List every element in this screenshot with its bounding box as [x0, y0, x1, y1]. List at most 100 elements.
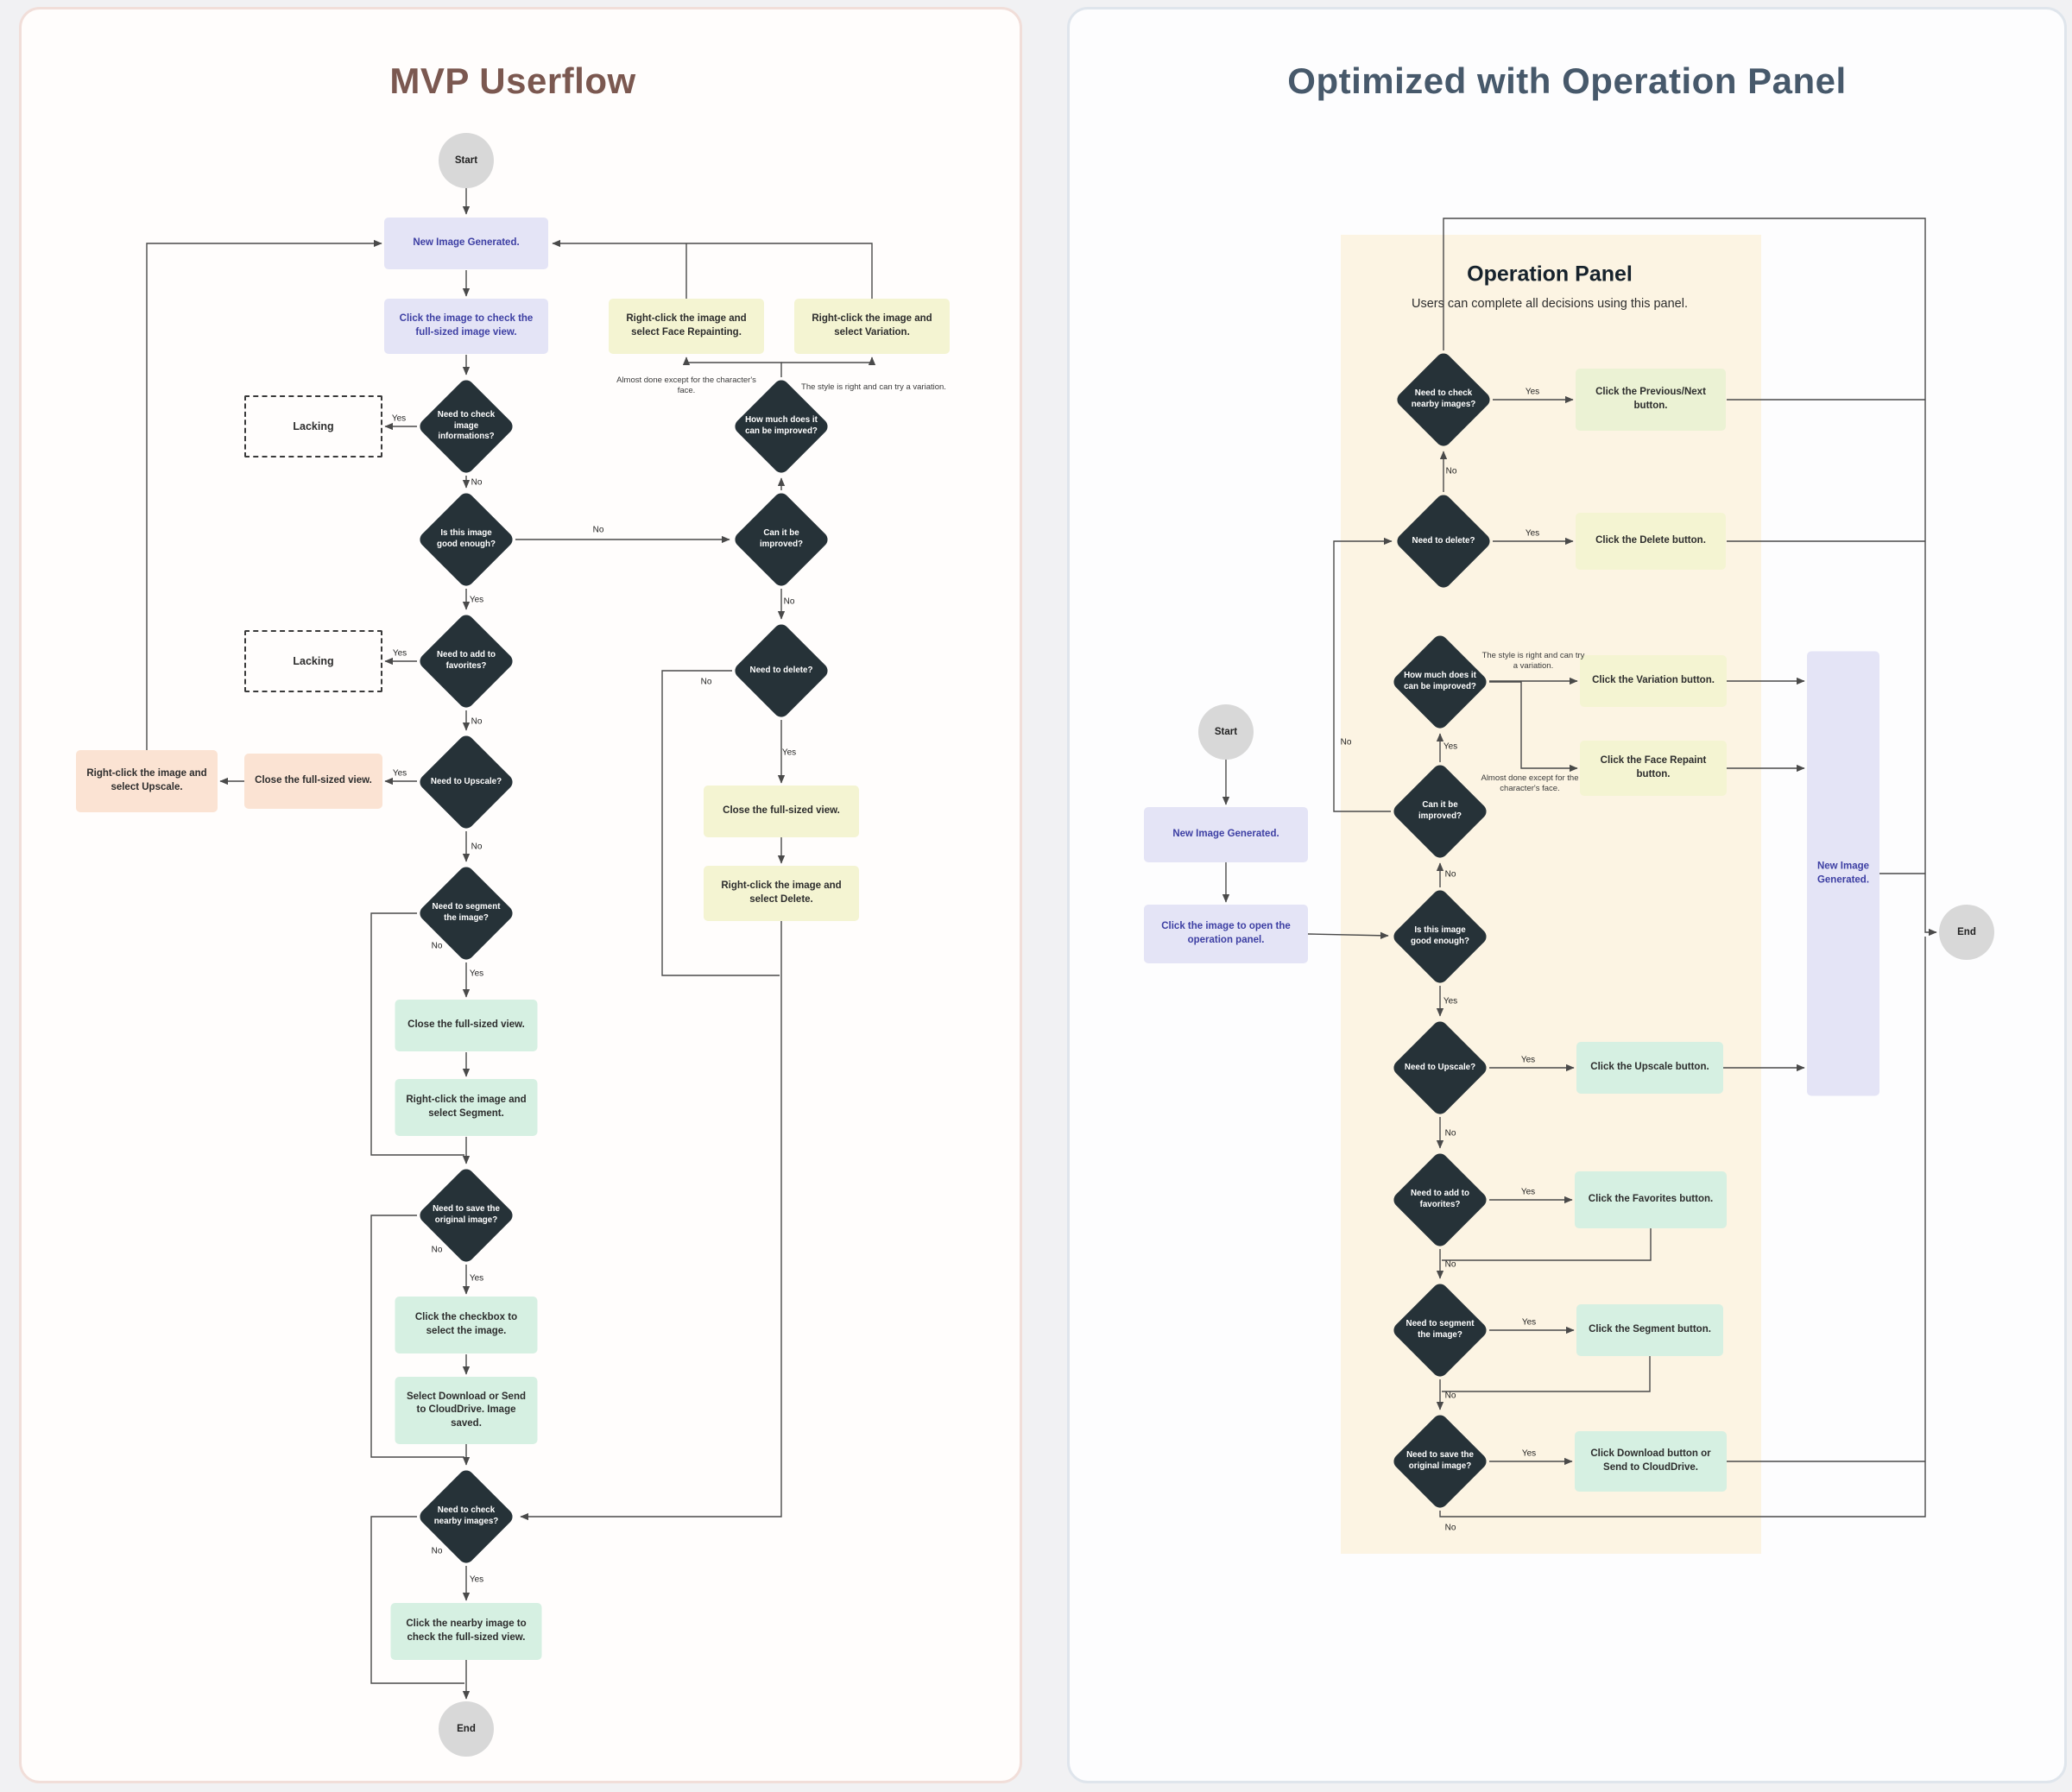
edge-label-no: No	[1444, 1391, 1456, 1401]
decision-label: Can it be improved?	[1418, 800, 1462, 821]
edge-label-yes: Yes	[392, 768, 407, 779]
edge-label-yes: Yes	[469, 1574, 484, 1585]
operation-panel-title: Operation Panel	[1467, 262, 1633, 287]
edge-label-yes: Yes	[1521, 1448, 1537, 1459]
end-node: End	[1939, 905, 1994, 960]
node-upscale-button: Click the Upscale button.	[1576, 1042, 1723, 1094]
decision-label: Need to Upscale?	[1404, 1062, 1476, 1072]
node-new-image-generated-result: New Image Generated.	[1807, 651, 1879, 1096]
node-new-image-generated: New Image Generated.	[1144, 807, 1308, 862]
node-click-nearby-image: Click the nearby image to check the full…	[390, 1603, 542, 1660]
decision-add-favorites: Need to add to favorites?	[1390, 1150, 1490, 1250]
start-node: Start	[1198, 704, 1254, 760]
decision-check-nearby: Need to check nearby images?	[416, 1467, 516, 1567]
edge-label-no: No	[1340, 737, 1352, 748]
edge-label-yes: Yes	[781, 748, 797, 758]
node-lacking-info: Lacking	[244, 395, 382, 457]
decision-add-favorites: Need to add to favorites?	[416, 611, 516, 711]
edge-label-no: No	[471, 716, 483, 727]
node-download-button: Click Download button or Send to CloudDr…	[1575, 1431, 1727, 1492]
node-lacking-favorites: Lacking	[244, 630, 382, 692]
edge-label-yes: Yes	[1443, 996, 1458, 1006]
decision-label: Need to save the original image?	[1406, 1450, 1474, 1471]
edge-label-yes: Yes	[469, 969, 484, 979]
decision-need-delete: Need to delete?	[1393, 491, 1494, 591]
edge-label-no: No	[1444, 1523, 1456, 1533]
edge-label-no: No	[1445, 466, 1457, 476]
annotation-face-note: Almost done except for the character's f…	[616, 375, 756, 395]
decision-label: Is this image good enough?	[436, 528, 496, 549]
decision-label: Need to check image informations?	[437, 409, 496, 442]
end-node: End	[439, 1701, 494, 1757]
edge-label-no: No	[431, 941, 443, 951]
decision-image-good-enough: Is this image good enough?	[416, 489, 516, 590]
decision-can-be-improved: Can it be improved?	[1390, 761, 1490, 861]
edge-label-no: No	[1444, 1259, 1456, 1270]
node-close-view-delete: Close the full-sized view.	[704, 786, 859, 837]
decision-how-much-improved: How much does it can be improved?	[731, 376, 831, 476]
decision-label: Can it be improved?	[759, 528, 804, 549]
decision-need-delete: Need to delete?	[731, 621, 831, 721]
decision-need-upscale: Need to Upscale?	[416, 732, 516, 832]
decision-image-good-enough: Is this image good enough?	[1390, 887, 1490, 987]
edge-label-yes: Yes	[1525, 528, 1540, 539]
decision-need-segment: Need to segment the image?	[1390, 1280, 1490, 1380]
node-favorites-button: Click the Favorites button.	[1575, 1171, 1727, 1228]
edge-label-no: No	[1444, 869, 1456, 880]
node-new-image-generated: New Image Generated.	[384, 218, 548, 269]
edge-label-yes: Yes	[391, 413, 407, 424]
decision-label: Need to segment the image?	[1406, 1319, 1475, 1340]
edge-label-yes: Yes	[469, 595, 484, 605]
node-click-checkbox: Click the checkbox to select the image.	[395, 1297, 538, 1353]
decision-label: Need to save the original image?	[433, 1204, 500, 1225]
node-variation: Right-click the image and select Variati…	[794, 299, 950, 354]
decision-label: Need to delete?	[1412, 535, 1475, 546]
decision-check-nearby: Need to check nearby images?	[1393, 350, 1494, 450]
start-node: Start	[439, 133, 494, 188]
edge-label-yes: Yes	[392, 648, 407, 659]
edge-label-no: No	[592, 525, 604, 535]
decision-label: Need to add to favorites?	[436, 650, 496, 671]
node-rightclick-delete: Right-click the image and select Delete.	[704, 866, 859, 921]
decision-label: Need to check nearby images?	[1411, 388, 1476, 409]
annotation-face-note: Almost done except for the character's f…	[1481, 773, 1579, 793]
edge-label-no: No	[1444, 1128, 1456, 1139]
edge-label-yes: Yes	[1521, 1317, 1537, 1328]
decision-can-be-improved: Can it be improved?	[731, 489, 831, 590]
edge-label-no: No	[471, 842, 483, 852]
node-previous-next-button: Click the Previous/Next button.	[1576, 369, 1726, 431]
decision-label: Is this image good enough?	[1410, 925, 1469, 946]
node-rightclick-segment: Right-click the image and select Segment…	[395, 1079, 538, 1136]
edge-label-no: No	[471, 477, 483, 488]
decision-label: How much does it can be improved?	[745, 415, 818, 436]
decision-need-upscale: Need to Upscale?	[1390, 1018, 1490, 1118]
decision-label: Need to Upscale?	[430, 776, 502, 786]
node-click-image-fullsize: Click the image to check the full-sized …	[384, 299, 548, 354]
annotation-variation-note: The style is right and can try a variati…	[801, 382, 946, 393]
decision-label: Need to check nearby images?	[433, 1505, 499, 1526]
decision-save-original: Need to save the original image?	[1390, 1411, 1490, 1511]
edge-label-yes: Yes	[1443, 741, 1458, 752]
decision-label: How much does it can be improved?	[1404, 671, 1476, 691]
decision-need-segment: Need to segment the image?	[416, 863, 516, 963]
decision-label: Need to delete?	[749, 665, 813, 675]
node-close-view-upscale: Close the full-sized view.	[244, 754, 382, 809]
node-rightclick-upscale: Right-click the image and select Upscale…	[76, 750, 218, 812]
edge-label-no: No	[700, 677, 712, 687]
edge-label-yes: Yes	[1520, 1187, 1536, 1197]
edge-label-yes: Yes	[469, 1273, 484, 1284]
node-delete-button: Click the Delete button.	[1576, 513, 1726, 570]
node-face-repaint-button: Click the Face Repaint button.	[1580, 741, 1727, 796]
node-close-view-segment: Close the full-sized view.	[395, 1000, 538, 1051]
decision-how-much-improved: How much does it can be improved?	[1390, 632, 1490, 732]
node-variation-button: Click the Variation button.	[1580, 655, 1727, 707]
edge-label-yes: Yes	[1525, 387, 1540, 397]
node-open-operation-panel: Click the image to open the operation pa…	[1144, 905, 1308, 963]
edge-label-yes: Yes	[1520, 1055, 1536, 1065]
edge-label-no: No	[783, 596, 795, 607]
operation-panel-subtitle: Users can complete all decisions using t…	[1412, 297, 1688, 311]
node-face-repainting: Right-click the image and select Face Re…	[609, 299, 764, 354]
node-download-clouddrive: Select Download or Send to CloudDrive. I…	[395, 1377, 538, 1444]
